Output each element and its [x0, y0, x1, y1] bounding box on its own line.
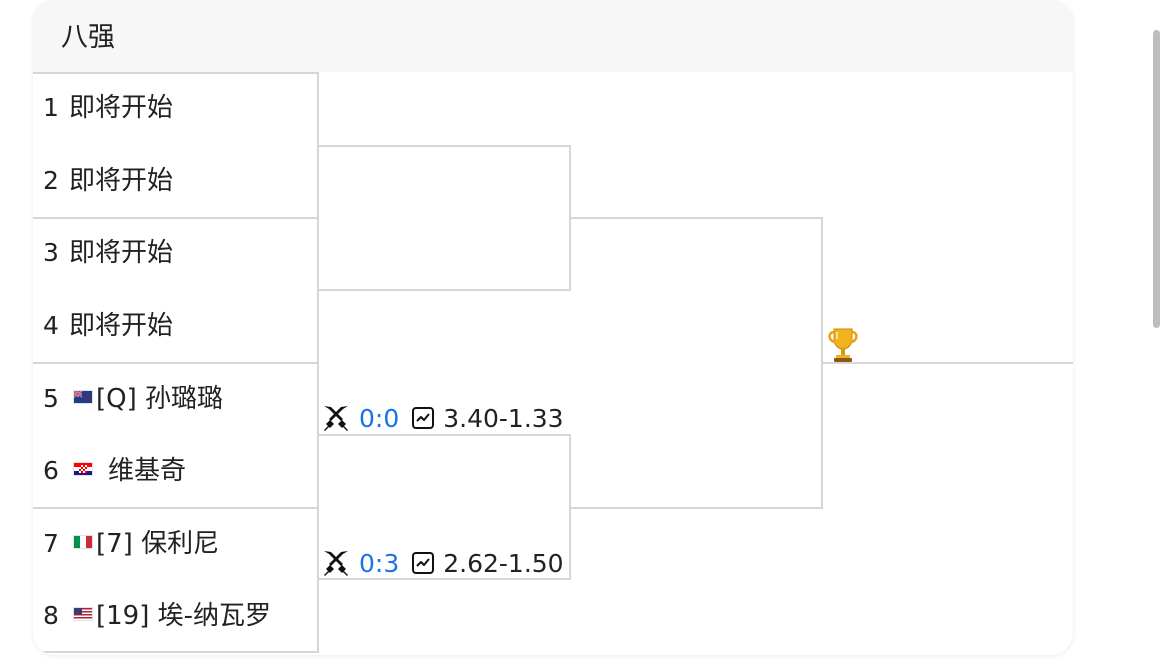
- bracket-line: [33, 362, 318, 364]
- bracket-line: [319, 289, 571, 291]
- bracket-line: [33, 217, 318, 219]
- bracket-line: [569, 145, 571, 291]
- player-name: 维基奇: [108, 456, 187, 486]
- player-row[interactable]: 2 即将开始: [33, 145, 318, 217]
- bracket-line: [571, 507, 823, 509]
- bracket-line: [317, 72, 319, 653]
- new-zealand-flag-icon: [73, 390, 93, 404]
- player-name: [7] 保利尼: [96, 529, 220, 559]
- seed-number: 7: [43, 529, 59, 558]
- croatia-flag-icon: [73, 462, 93, 476]
- italy-flag-icon: [73, 535, 93, 549]
- player-row[interactable]: 1 即将开始: [33, 72, 318, 144]
- player-row[interactable]: 5 [Q] 孙璐璐: [33, 363, 318, 435]
- round-title: 八强: [61, 22, 115, 53]
- card-header: 八强: [33, 0, 1073, 72]
- player-name: [Q] 孙璐璐: [96, 384, 224, 414]
- bracket-line: [823, 362, 1073, 364]
- match-info[interactable]: 0:3 2.62-1.50: [321, 546, 564, 580]
- match-odds: 2.62-1.50: [443, 548, 564, 578]
- crossed-swords-icon: [324, 406, 348, 431]
- bracket-line: [319, 578, 571, 580]
- match-odds: 3.40-1.33: [443, 403, 564, 433]
- player-name: 即将开始: [69, 311, 174, 341]
- bracket-line: [33, 507, 318, 509]
- bracket-line: [821, 217, 823, 509]
- player-name: 即将开始: [69, 238, 174, 268]
- player-name: 即将开始: [69, 93, 174, 123]
- player-row[interactable]: 3 即将开始: [33, 217, 318, 289]
- seed-number: 2: [43, 166, 59, 195]
- bracket-line: [319, 145, 571, 147]
- bracket-line: [571, 217, 823, 219]
- player-name: 即将开始: [69, 166, 174, 196]
- trophy-icon: [828, 328, 858, 362]
- usa-flag-icon: [73, 607, 93, 621]
- trend-chart-icon[interactable]: [411, 406, 435, 430]
- seed-number: 6: [43, 456, 59, 485]
- match-info[interactable]: 0:0 3.40-1.33: [321, 401, 564, 435]
- player-row[interactable]: 8 [19] 埃-纳瓦罗: [33, 580, 318, 652]
- seed-number: 3: [43, 238, 59, 267]
- bracket-line: [33, 651, 318, 653]
- player-row[interactable]: 4 即将开始: [33, 290, 318, 362]
- scrollbar[interactable]: [1153, 30, 1160, 328]
- seed-number: 5: [43, 384, 59, 413]
- seed-number: 4: [43, 311, 59, 340]
- bracket-line: [33, 72, 318, 74]
- bracket-line: [569, 434, 571, 580]
- seed-number: 8: [43, 601, 59, 630]
- match-score[interactable]: 0:3: [359, 548, 400, 578]
- player-row[interactable]: 7 [7] 保利尼: [33, 508, 318, 580]
- bracket-card: 八强 1 即将开始 2 即将开始 3 即将开始 4 即将开始 5: [33, 0, 1073, 655]
- match-score[interactable]: 0:0: [359, 403, 400, 433]
- player-name: [19] 埃-纳瓦罗: [96, 601, 272, 631]
- seed-number: 1: [43, 93, 59, 122]
- trend-chart-icon[interactable]: [411, 551, 435, 575]
- player-row[interactable]: 6 维基奇: [33, 435, 318, 507]
- crossed-swords-icon: [324, 551, 348, 576]
- bracket-line: [319, 434, 571, 436]
